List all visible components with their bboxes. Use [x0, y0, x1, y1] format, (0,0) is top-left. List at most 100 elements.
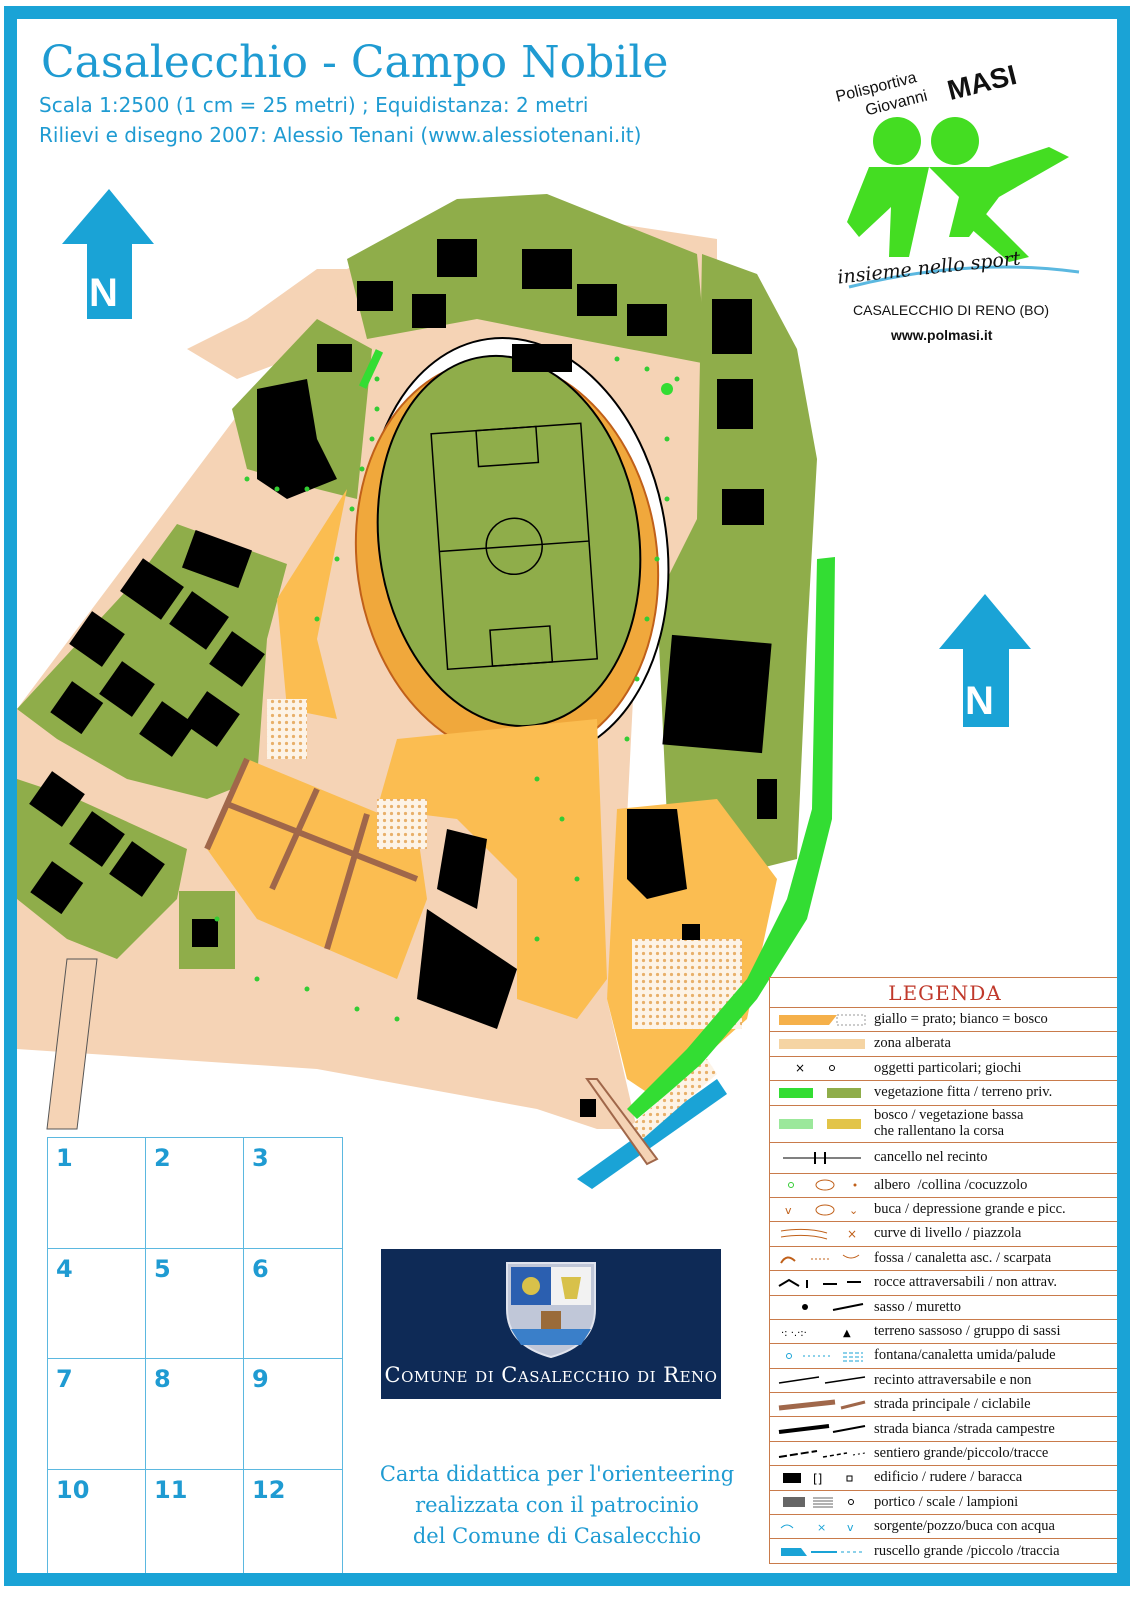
legend-symbol-icon: [770, 1117, 874, 1131]
grid-cell-number: 12: [252, 1475, 286, 1504]
legend-label: oggetti particolari; giochi: [874, 1059, 1022, 1076]
legend-symbol-icon: v⌄: [770, 1203, 874, 1217]
grid-cell-number: 2: [154, 1144, 171, 1172]
svg-text:[]: []: [813, 1472, 822, 1485]
map-caption: Carta didattica per l'orienteering reali…: [357, 1459, 757, 1552]
legend-label: zona alberata: [874, 1035, 951, 1052]
grid-cell: 10: [48, 1469, 146, 1573]
comune-emblem-panel: Comune di Casalecchio di Reno: [381, 1249, 721, 1399]
legend-item: cancello nel recinto: [770, 1141, 1117, 1173]
svg-text:×: ×: [847, 1227, 857, 1241]
legend-symbol-icon: ×v: [770, 1520, 874, 1534]
legend-item: strada principale / ciclabile: [770, 1392, 1117, 1416]
legend-label: terreno sassoso / gruppo di sassi: [874, 1322, 1061, 1339]
legend-symbol-icon: [770, 1422, 874, 1436]
legend-label: portico / scale / lampioni: [874, 1493, 1019, 1510]
runners-icon: [847, 117, 1080, 289]
grid-cell-number: 7: [56, 1365, 73, 1393]
legend-label: giallo = prato; bianco = bosco: [874, 1011, 1048, 1028]
legend-item: ruscello grande /piccolo /traccia: [770, 1538, 1117, 1562]
grid-cell-number: 3: [252, 1144, 269, 1172]
grid-cell: 7: [48, 1359, 146, 1470]
legend-item: ×oggetti particolari; giochi: [770, 1055, 1117, 1080]
svg-text:v: v: [847, 1521, 854, 1534]
legend-symbol-icon: [770, 1251, 874, 1265]
road-southeast: [585, 1078, 659, 1166]
grid-cell: 9: [244, 1359, 342, 1470]
football-field-grass: [376, 354, 642, 728]
legend-title: LEGENDA: [888, 981, 1002, 1005]
grid-cell: 8: [146, 1359, 244, 1470]
legend-item: giallo = prato; bianco = bosco: [770, 1007, 1117, 1031]
legend-symbol-icon: [770, 1495, 874, 1509]
logo-city: CASALECCHIO DI RENO (BO): [853, 302, 1050, 318]
legend-symbol-icon: [770, 1178, 874, 1192]
svg-text:▲: ▲: [843, 1328, 851, 1339]
legend-symbol-icon: [770, 1300, 874, 1314]
north-label-left: N: [89, 271, 118, 315]
north-arrow-left-icon: [62, 189, 154, 319]
field-paths: [204, 757, 419, 950]
orienteering-map: [17, 189, 1031, 1189]
legend-item: fossa / canaletta asc. / scarpata: [770, 1245, 1117, 1270]
grid-cell-number: 10: [56, 1475, 90, 1504]
grid-cell-number: 9: [252, 1365, 269, 1393]
legend-item: recinto attraversabile e non: [770, 1367, 1117, 1392]
buildings: [29, 239, 777, 1117]
legend-label: sasso / muretto: [874, 1298, 961, 1315]
grid-cell: 1: [48, 1138, 146, 1249]
legend-symbol-icon: [770, 1038, 874, 1050]
grid-cell: 5: [146, 1248, 244, 1359]
legend-label: sentiero grande/piccolo/tracce: [874, 1444, 1049, 1461]
legend-label: bosco / vegetazione bassa che rallentano…: [874, 1107, 1024, 1139]
grid-cell: 11: [146, 1469, 244, 1573]
caption-line1: Carta didattica per l'orienteering: [379, 1462, 735, 1486]
field-southwest: [207, 759, 427, 979]
grid-cell-number: 5: [154, 1254, 171, 1283]
stream-bank: [627, 1059, 717, 1144]
legend-symbol-icon: [770, 1276, 874, 1290]
legend-label: curve di livello / piazzola: [874, 1225, 1022, 1242]
caption-line2: realizzata con il patrocinio: [415, 1493, 699, 1517]
legend-symbol-icon: ×: [770, 1061, 874, 1075]
legend-symbol-icon: [770, 1349, 874, 1363]
north-arrow-right-icon: [939, 594, 1031, 727]
field-west-slope: [277, 489, 347, 719]
legend-item: v⌄buca / depressione grande e picc.: [770, 1196, 1117, 1221]
grid-cell: 4: [48, 1248, 146, 1359]
grid-cell: 3: [244, 1138, 342, 1249]
stream: [577, 1079, 727, 1189]
football-pitch-lines: [430, 422, 599, 671]
grid-cell: 6: [244, 1249, 342, 1359]
legend-item: × curve di livello / piazzola: [770, 1221, 1117, 1245]
legend-item: strada bianca /strada campestre: [770, 1416, 1117, 1440]
legend-item: albero /collina /cocuzzolo: [770, 1172, 1117, 1197]
caption-line3: del Comune di Casalecchio: [412, 1524, 702, 1548]
svg-text:⌄: ⌄: [849, 1204, 858, 1217]
field-south-stadium: [377, 719, 607, 1019]
legend-label: albero /collina /cocuzzolo: [874, 1176, 1028, 1193]
legend-label: rocce attraversabili / non attrav.: [874, 1274, 1058, 1291]
legend-symbol-icon: [770, 1013, 874, 1027]
grid-cell: 12: [244, 1470, 342, 1574]
legend-symbol-icon: [770, 1544, 874, 1558]
open-woods-patch-2: [377, 799, 427, 849]
legend-symbol-icon: [770, 1086, 874, 1100]
map-legend: LEGENDA giallo = prato; bianco = bosco zo…: [769, 977, 1117, 1564]
grid-cell-number: 1: [56, 1144, 73, 1172]
legend-symbol-icon: [770, 1373, 874, 1387]
legend-label: strada bianca /strada campestre: [874, 1420, 1055, 1437]
comune-name: Comune di Casalecchio di Reno: [384, 1363, 718, 1387]
legend-label: vegetazione fitta / terreno priv.: [874, 1084, 1053, 1101]
grid-cell-number: 6: [252, 1254, 269, 1283]
legend-item: fontana/canaletta umida/palude: [770, 1343, 1117, 1367]
tree-dot-lines: [214, 349, 680, 1022]
svg-text:×: ×: [817, 1521, 826, 1534]
legend-label: buca / depressione grande e picc.: [874, 1201, 1066, 1218]
svg-text:·: ·.·:·: ·: ·.·:·: [781, 1328, 807, 1339]
legend-symbol-icon: ·: ·.·:· ▲: [770, 1325, 874, 1339]
svg-text:v: v: [785, 1204, 792, 1217]
grid-cell-number: 8: [154, 1365, 171, 1393]
north-label-right: N: [965, 679, 994, 723]
